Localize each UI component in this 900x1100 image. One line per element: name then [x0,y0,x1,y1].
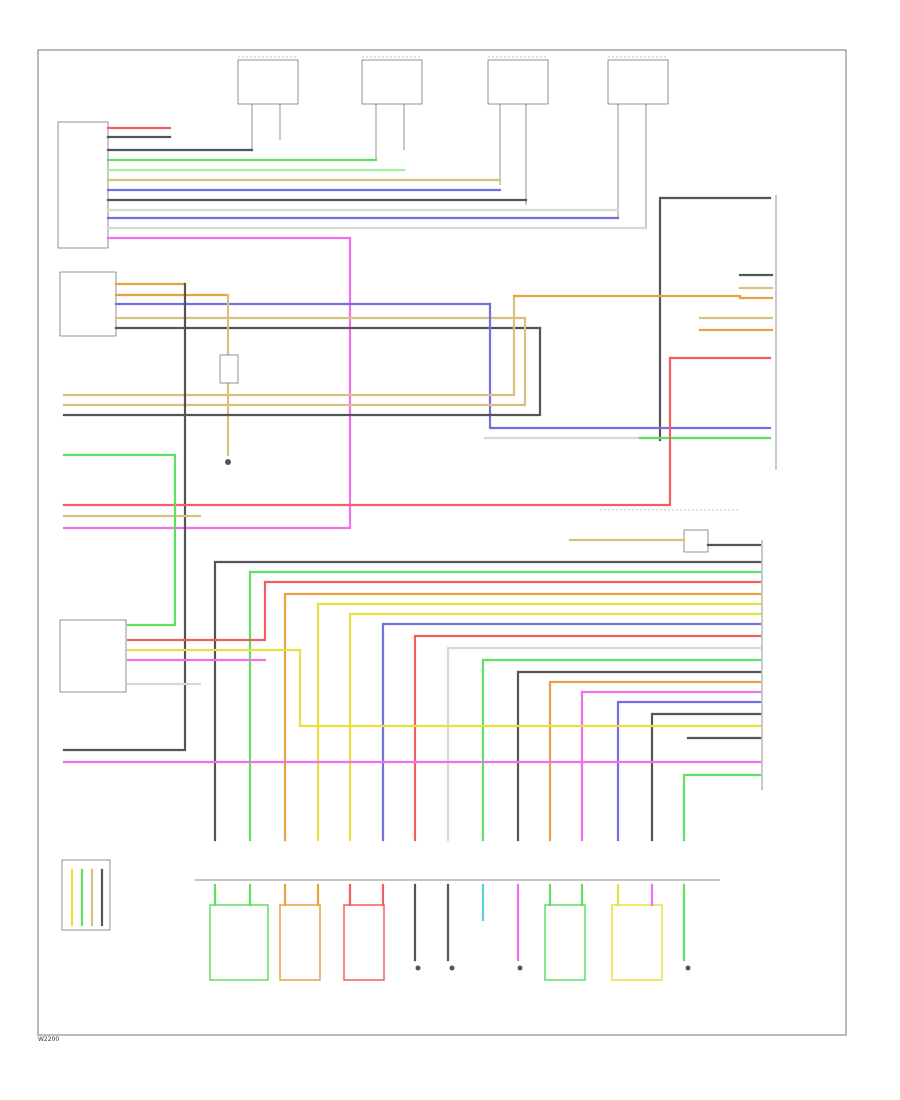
right-upper-connector [658,195,777,470]
top-sensor-modules [237,56,669,228]
left-top-connector [57,121,117,337]
diagram-frame [37,49,847,1036]
bottom-solenoid-array [195,879,720,981]
lower-harness [62,560,762,842]
page-code: W2200 [38,1036,60,1043]
top-sensor-wires [62,126,648,530]
middle-wires [62,282,772,752]
engine-control-connector [706,540,763,790]
relay-box [219,354,239,384]
transmission-range-switch [59,619,127,693]
junction-box [683,529,709,553]
